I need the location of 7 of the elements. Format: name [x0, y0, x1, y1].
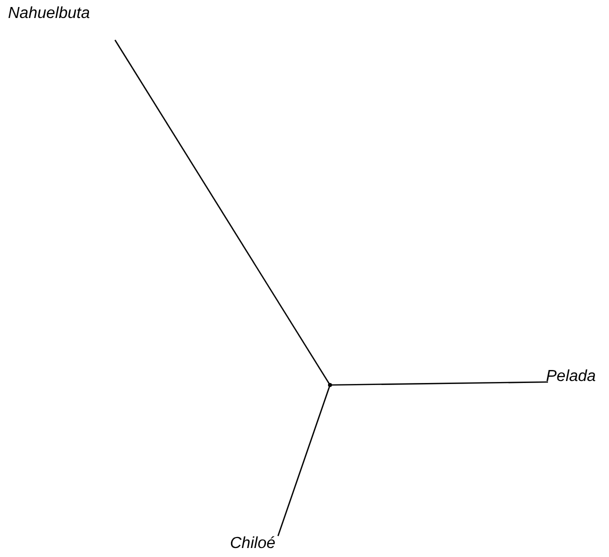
tree-branch	[330, 381, 548, 386]
tree-branch	[277, 384, 331, 536]
tree-branch	[114, 40, 331, 386]
taxon-label: Nahuelbuta	[8, 4, 140, 24]
taxon-label: Pelada	[546, 367, 608, 387]
taxon-label: Chiloé	[230, 534, 292, 554]
branch-junction	[328, 383, 332, 387]
